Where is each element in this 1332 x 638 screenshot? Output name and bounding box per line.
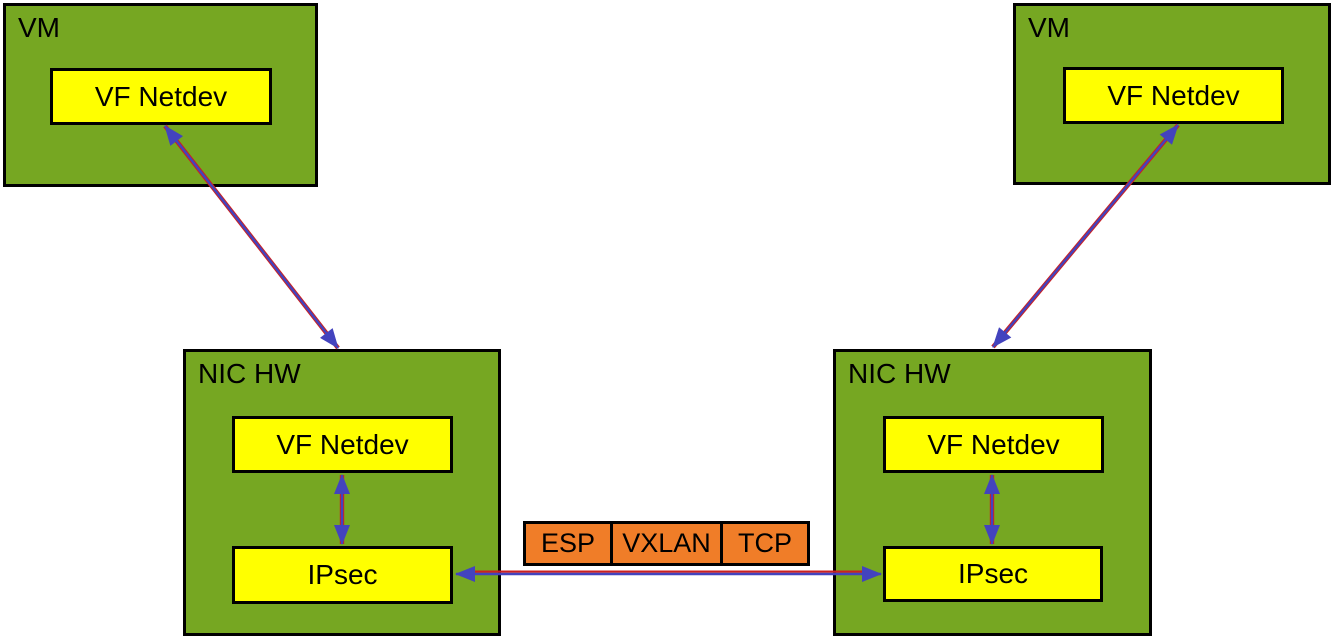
vm-left-vf-netdev-label: VF Netdev [94, 80, 228, 112]
arrow-ipsec-to-ipsec [455, 566, 882, 582]
vm-right-vf-netdev-label: VF Netdev [1107, 79, 1240, 111]
nic-right-title: NIC HW [848, 358, 951, 389]
vm-left-title: VM [18, 12, 60, 43]
nic-right-vf-netdev-box: VF Netdev [883, 416, 1104, 473]
nic-left-vf-netdev-box: VF Netdev [232, 416, 453, 473]
nic-left-ipsec-label: IPsec [307, 559, 378, 590]
packet-segment-tcp: TCP [720, 521, 810, 566]
packet-header-strip: ESP VXLAN TCP [523, 521, 810, 566]
packet-segment-esp: ESP [523, 521, 613, 566]
vm-left-vf-netdev-box: VF Netdev [50, 68, 272, 125]
nic-left-title: NIC HW [198, 358, 301, 389]
packet-tcp-label: TCP [738, 528, 792, 558]
nic-right-vf-netdev-label: VF Netdev [927, 428, 1060, 460]
vm-right-vf-netdev-box: VF Netdev [1063, 67, 1284, 124]
nic-right-ipsec-box: IPsec [883, 546, 1103, 602]
nic-left-vf-netdev-label: VF Netdev [276, 428, 409, 460]
packet-segment-vxlan: VXLAN [610, 521, 723, 566]
nic-left-ipsec-box: IPsec [232, 546, 453, 604]
packet-vxlan-label: VXLAN [622, 528, 711, 558]
packet-esp-label: ESP [540, 528, 596, 558]
vm-right-title: VM [1028, 12, 1070, 43]
nic-right-ipsec-label: IPsec [957, 558, 1029, 589]
